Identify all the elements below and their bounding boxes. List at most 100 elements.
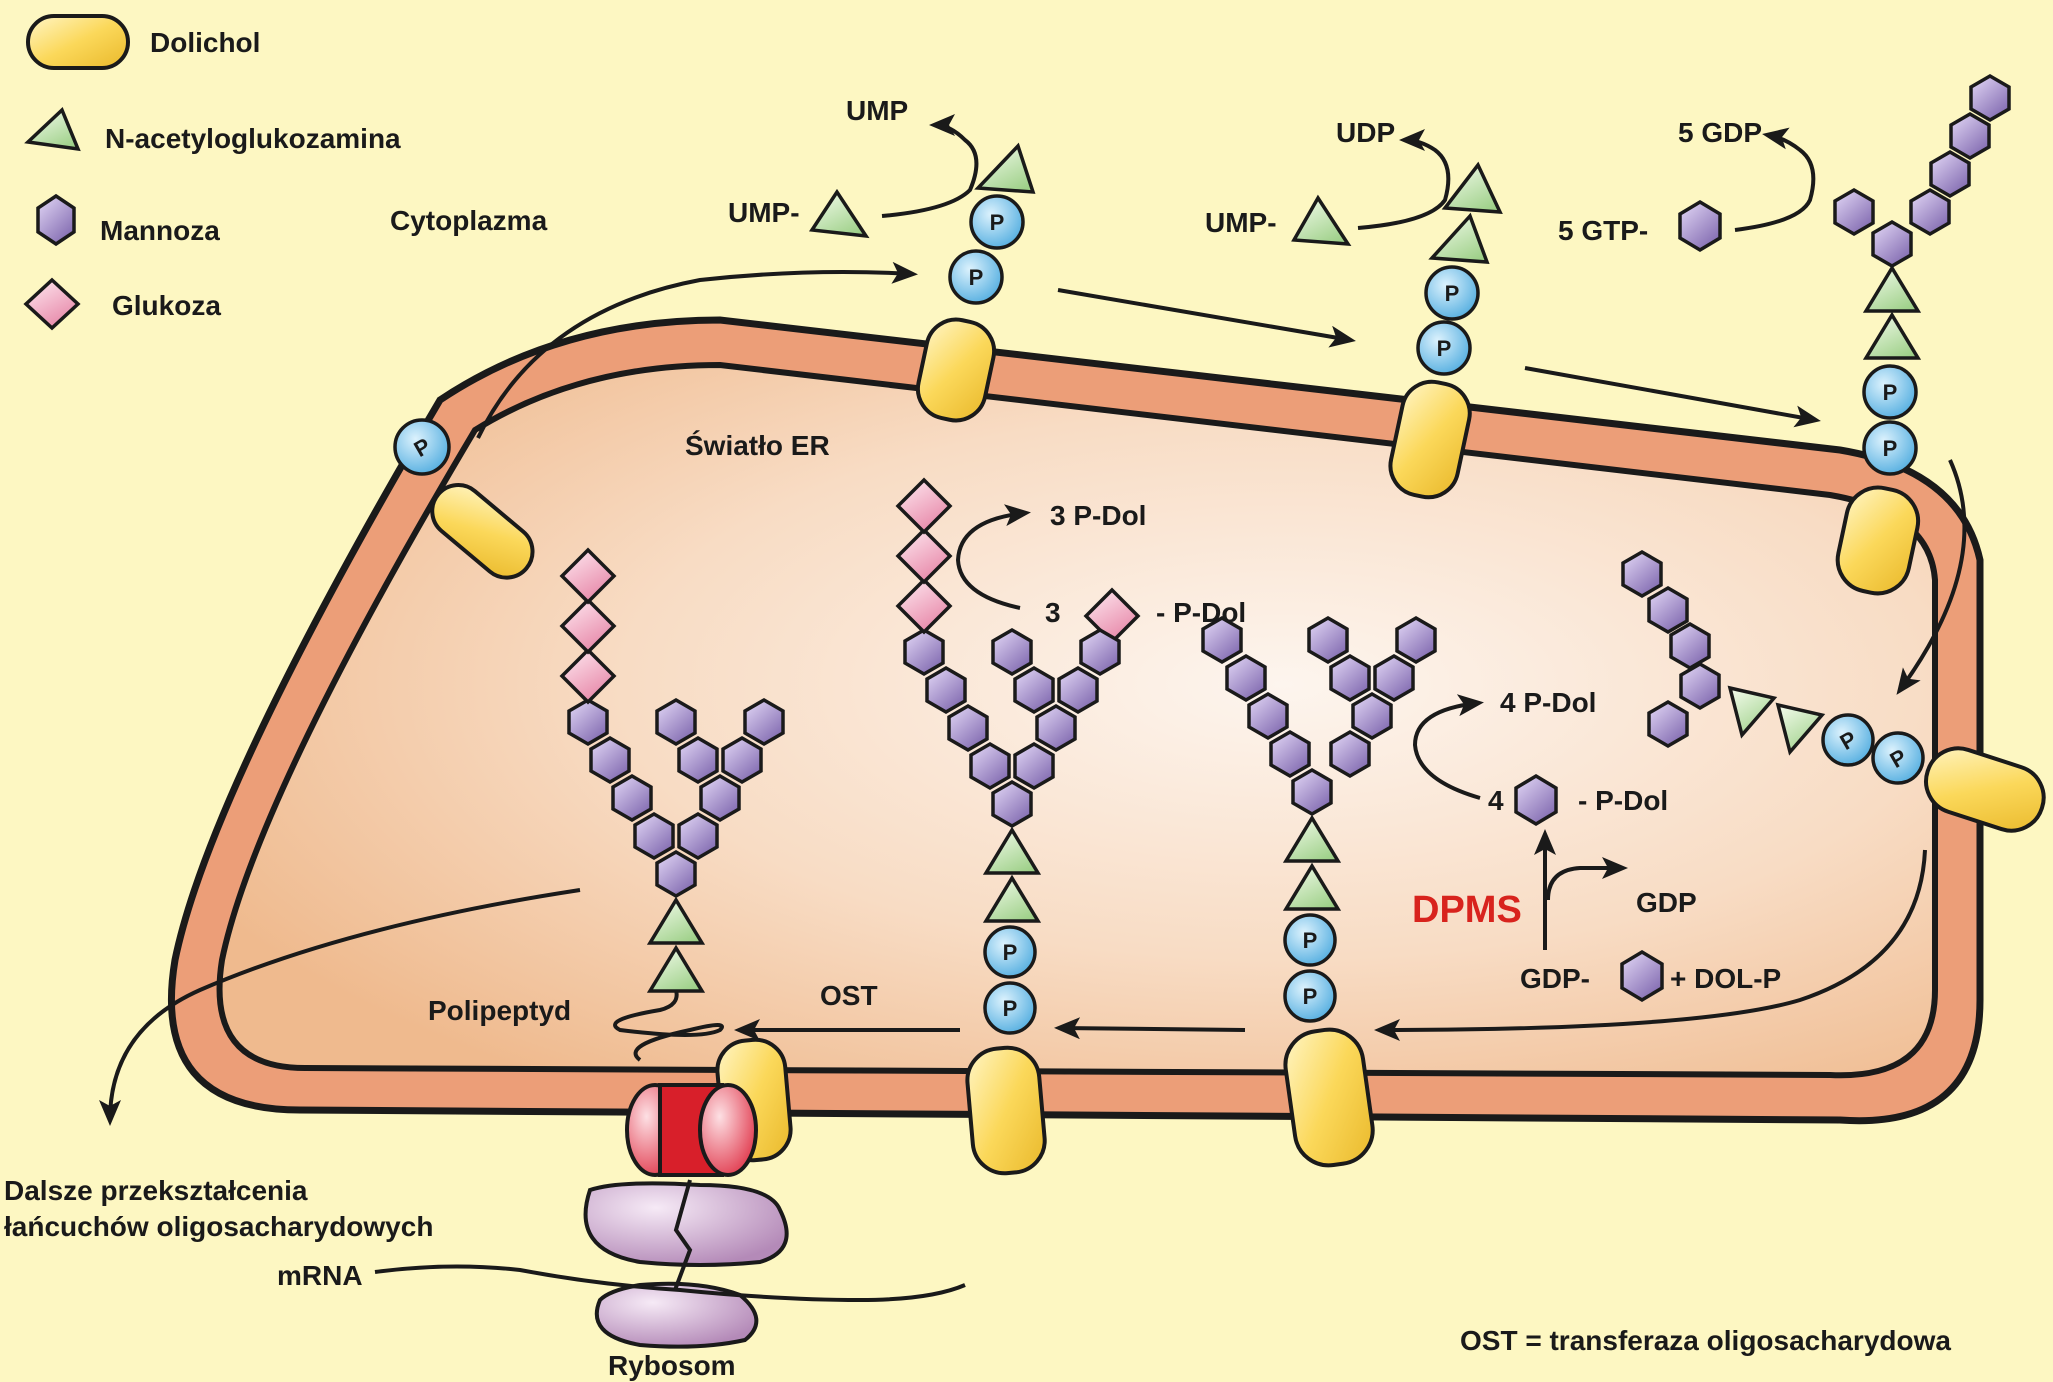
mannose-icon xyxy=(1620,949,1664,1003)
ump-glcnac-input-label-2: UMP- xyxy=(1205,207,1277,238)
arrow-udp-release xyxy=(1357,129,1451,230)
mannose-icon xyxy=(611,773,653,823)
phosphate-label: P xyxy=(1445,281,1460,306)
er-lumen xyxy=(216,361,1938,1079)
further-processing-label-1: Dalsze przekształcenia xyxy=(4,1175,308,1206)
translocon xyxy=(625,1083,758,1177)
mannose-icon xyxy=(1329,729,1371,779)
mannose-icon xyxy=(1269,729,1311,779)
mannose-icon xyxy=(721,735,763,785)
arrow-man9-to-glc xyxy=(1054,1017,1246,1040)
legend-glucose-icon xyxy=(23,277,81,331)
arrow-gdp5-release xyxy=(1734,127,1816,232)
udp-released-label: UDP xyxy=(1336,117,1395,148)
mannose-icon xyxy=(1949,111,1991,161)
dolichol-icon xyxy=(965,1045,1047,1176)
phosphate-label: P xyxy=(969,265,984,290)
dol-p-input-label: + DOL-P xyxy=(1670,963,1781,994)
nacetylglucosamine-icon xyxy=(1428,212,1490,264)
phosphate-icon xyxy=(1871,731,1925,785)
dpms-enzyme-label: DPMS xyxy=(1412,889,1522,931)
dolichol-icon xyxy=(430,483,535,580)
ribosome-large-subunit xyxy=(583,1181,789,1267)
phosphate-icon xyxy=(393,418,451,476)
nacetylglucosamine-icon xyxy=(1291,194,1352,247)
arrow-flip-to-lumen xyxy=(1896,459,1967,695)
mannose-icon xyxy=(1678,199,1722,253)
gdp-released-label: GDP xyxy=(1636,887,1697,918)
pdol4-input-suffix-label: - P-Dol xyxy=(1578,785,1668,816)
glucose-icon xyxy=(895,477,953,535)
nacetylglucosamine-icon xyxy=(1282,814,1342,863)
arrow-step2 xyxy=(1057,288,1356,348)
mannose-icon xyxy=(947,703,989,753)
ribosome xyxy=(583,1179,789,1349)
mannose-icon xyxy=(567,697,609,747)
nacetylglucosamine-icon xyxy=(982,874,1042,923)
mannose-icon xyxy=(1395,615,1437,665)
mannose-icon xyxy=(1514,773,1558,827)
mannose-icon xyxy=(1669,621,1711,671)
mannose-icon xyxy=(1291,767,1333,817)
mannose-icon xyxy=(1247,691,1289,741)
dolichol-pp-glcnac2-man9: P P xyxy=(1201,615,1437,1168)
phosphate-label: P xyxy=(1883,380,1898,405)
mannose-icon xyxy=(1307,615,1349,665)
pdol3-released-label: 3 P-Dol xyxy=(1050,500,1146,531)
mannose-icon xyxy=(991,627,1033,677)
ost-label: OST xyxy=(820,980,878,1011)
mannose-icon xyxy=(1621,549,1663,599)
mannose-icon xyxy=(633,811,675,861)
phosphate-icon xyxy=(1862,420,1918,476)
dolichol-icon xyxy=(1388,379,1472,500)
mannose-icon xyxy=(655,697,697,747)
phosphate-label: P xyxy=(1003,996,1018,1021)
nacetylglucosamine-icon xyxy=(982,826,1042,875)
mannose-icon xyxy=(1351,691,1393,741)
mannose-icon xyxy=(1201,615,1243,665)
mannose-icon xyxy=(1225,653,1267,703)
phosphate-icon xyxy=(1283,913,1337,967)
pdol3-input-suffix-label: - P-Dol xyxy=(1156,597,1246,628)
translocon-pore-right xyxy=(698,1083,758,1177)
arrow-step1 xyxy=(476,261,918,439)
mannose-icon xyxy=(1647,585,1689,635)
legend-nacetylglucosamine-icon xyxy=(24,106,81,152)
pdol3-count-label: 3 xyxy=(1045,597,1061,628)
arrow-pdol3-cycle xyxy=(955,504,1031,610)
dolichol-pp-glcnac2-man5: P P xyxy=(1833,73,2011,596)
gdp-mannose-input-label: GDP- xyxy=(1520,963,1590,994)
nacetylglucosamine-icon xyxy=(646,896,706,945)
legend-mannose-icon xyxy=(36,193,76,247)
dolichol-icon xyxy=(915,317,997,423)
nacetylglucosamine-icon xyxy=(1775,702,1826,756)
legend-mannose-label: Mannoza xyxy=(100,215,220,246)
phosphate-icon xyxy=(948,249,1004,305)
arrow-step3 xyxy=(1524,366,1821,428)
mannose-icon xyxy=(677,811,719,861)
phosphate-label: P xyxy=(1303,984,1318,1009)
mannose-icon xyxy=(1013,741,1055,791)
dolichol-icon xyxy=(1283,1027,1375,1168)
ribosome-cleft xyxy=(673,1179,693,1291)
mrna-strand xyxy=(374,1264,966,1303)
mannose-icon xyxy=(903,627,945,677)
further-processing-label-2: łańcuchów oligosacharydowych xyxy=(4,1211,433,1242)
mannose-icon xyxy=(589,735,631,785)
legend-glucose-label: Glukoza xyxy=(112,290,221,321)
phosphate-label: P xyxy=(1003,940,1018,965)
glucose-icon xyxy=(895,577,953,635)
pdol4-released-label: 4 P-Dol xyxy=(1500,687,1596,718)
glucose-icon xyxy=(559,647,617,705)
ribosome-label: Rybosom xyxy=(608,1350,736,1381)
phosphate-icon xyxy=(1283,969,1337,1023)
dolichol-pp-glcnac2-man5-lumen: P P xyxy=(1621,549,2046,833)
polypeptide-label: Polipeptyd xyxy=(428,995,571,1026)
legend-dolichol-label: Dolichol xyxy=(150,27,260,58)
phosphate-label: P xyxy=(1303,928,1318,953)
glucose-icon xyxy=(895,527,953,585)
phosphate-label: P xyxy=(1437,336,1452,361)
dolichol-pp-glc3man9glcnac2: P P xyxy=(895,477,1121,1176)
phosphate-label: P xyxy=(1883,436,1898,461)
